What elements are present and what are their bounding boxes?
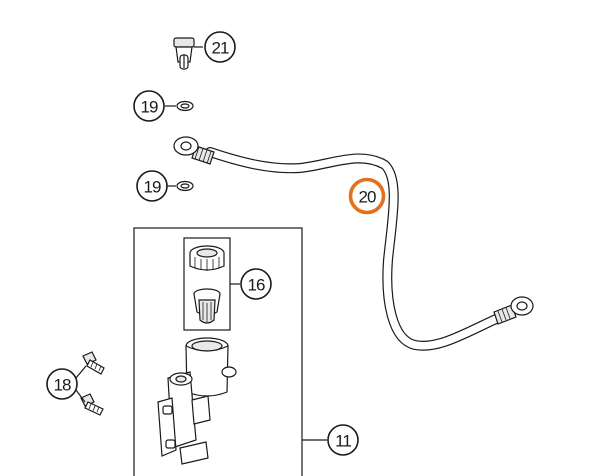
callout-18-label: 18 <box>54 376 71 395</box>
mounting-screw-icon[interactable] <box>80 393 104 416</box>
callout-19-top-label: 19 <box>141 98 158 117</box>
callout-19-top[interactable]: 19 <box>133 90 165 122</box>
master-cylinder-icon[interactable] <box>157 337 237 465</box>
callout-11-label: 11 <box>335 432 351 451</box>
callout-16[interactable]: 16 <box>240 268 272 300</box>
assembly-11-frame <box>133 227 303 476</box>
banjo-bolt-icon[interactable] <box>173 37 195 70</box>
callout-11[interactable]: 11 <box>327 424 359 456</box>
reservoir-cap-icon[interactable] <box>189 245 225 324</box>
callout-20[interactable]: 20 <box>348 177 386 215</box>
callout-21[interactable]: 21 <box>204 31 236 63</box>
callout-18[interactable]: 18 <box>46 368 78 400</box>
leader-18-top <box>75 365 87 379</box>
sealing-ring-icon[interactable] <box>176 180 194 192</box>
callout-20-label: 20 <box>359 188 376 207</box>
callout-19-bottom[interactable]: 19 <box>136 170 168 202</box>
mounting-screw-icon[interactable] <box>82 351 105 375</box>
callout-16-label: 16 <box>248 276 265 295</box>
sealing-ring-icon[interactable] <box>176 100 194 112</box>
callout-19-bottom-label: 19 <box>144 178 161 197</box>
brake-hose-icon[interactable] <box>173 136 534 351</box>
leader-18-bottom <box>75 389 86 403</box>
callout-21-label: 21 <box>212 39 229 58</box>
